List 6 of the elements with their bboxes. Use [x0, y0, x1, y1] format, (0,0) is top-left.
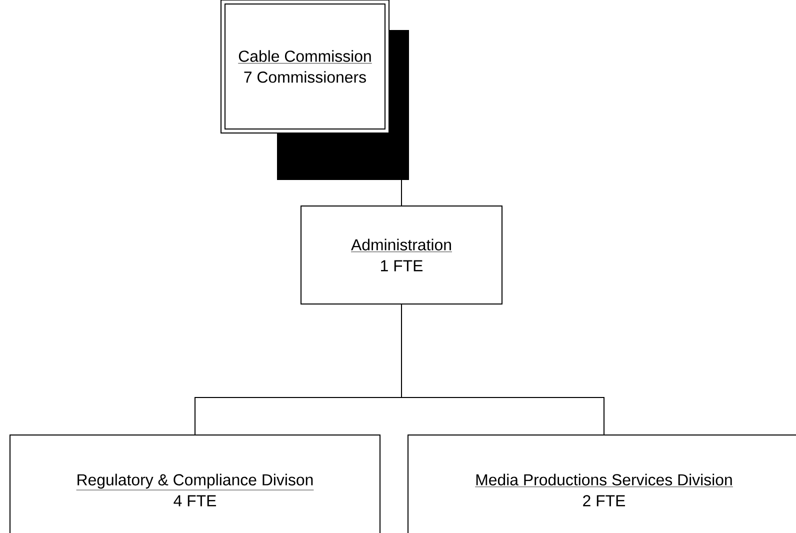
connector-line: [401, 180, 402, 206]
commission-box: Cable Commission 7 Commissioners: [220, 0, 409, 180]
connector-line: [401, 304, 604, 435]
org-box: Regulatory & Compliance Divison 4 FTE: [10, 434, 380, 533]
org-box: Administration 1 FTE: [300, 206, 502, 304]
org-box: Media Productions Services Division 2 FTE: [408, 434, 796, 533]
